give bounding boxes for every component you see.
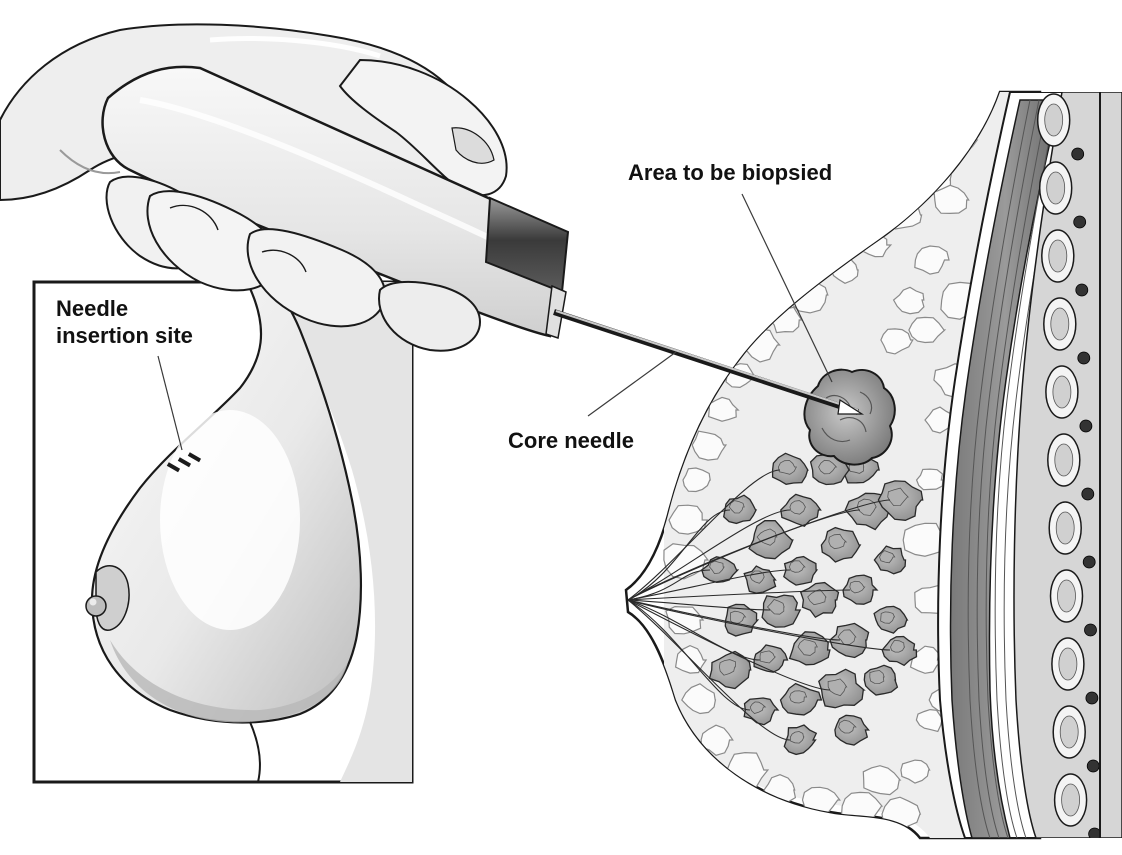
intercostal-vessel [1082, 488, 1094, 500]
rib-marrow [1055, 444, 1073, 476]
intercostal-vessel [1087, 760, 1099, 772]
rib-marrow [1062, 784, 1080, 816]
rib-marrow [1056, 512, 1074, 544]
rib-marrow [1045, 104, 1063, 136]
rib-marrow [1053, 376, 1071, 408]
biopsy-target-mass [804, 370, 894, 465]
gland-lobule-detail [790, 691, 807, 703]
core-needle-leader [588, 352, 676, 416]
core-needle-label: Core needle [508, 428, 634, 455]
intercostal-vessel [1076, 284, 1088, 296]
intercostal-vessel [1074, 216, 1086, 228]
rib-marrow [1060, 716, 1078, 748]
needle-insertion-site-line-1: Needle [56, 296, 193, 323]
rib-marrow [1058, 580, 1076, 612]
intercostal-vessel [1086, 692, 1098, 704]
rib-marrow [1047, 172, 1065, 204]
rib-marrow [1051, 308, 1069, 340]
area-to-be-biopsied-label: Area to be biopsied [628, 160, 832, 187]
intercostal-vessel [1078, 352, 1090, 364]
rib-marrow [1049, 240, 1067, 272]
breast-cross-section [626, 92, 1122, 840]
intercostal-vessel [1083, 556, 1095, 568]
rib-marrow [1059, 648, 1077, 680]
intercostal-vessel [1089, 828, 1101, 840]
intercostal-vessel [1080, 420, 1092, 432]
intercostal-vessel [1072, 148, 1084, 160]
needle-insertion-site-label: Needle insertion site [56, 296, 193, 350]
inset-panel [34, 282, 412, 782]
gland-lobule-detail [870, 671, 884, 684]
needle-insertion-site-line-2: insertion site [56, 323, 193, 350]
intercostal-vessel [1085, 624, 1097, 636]
